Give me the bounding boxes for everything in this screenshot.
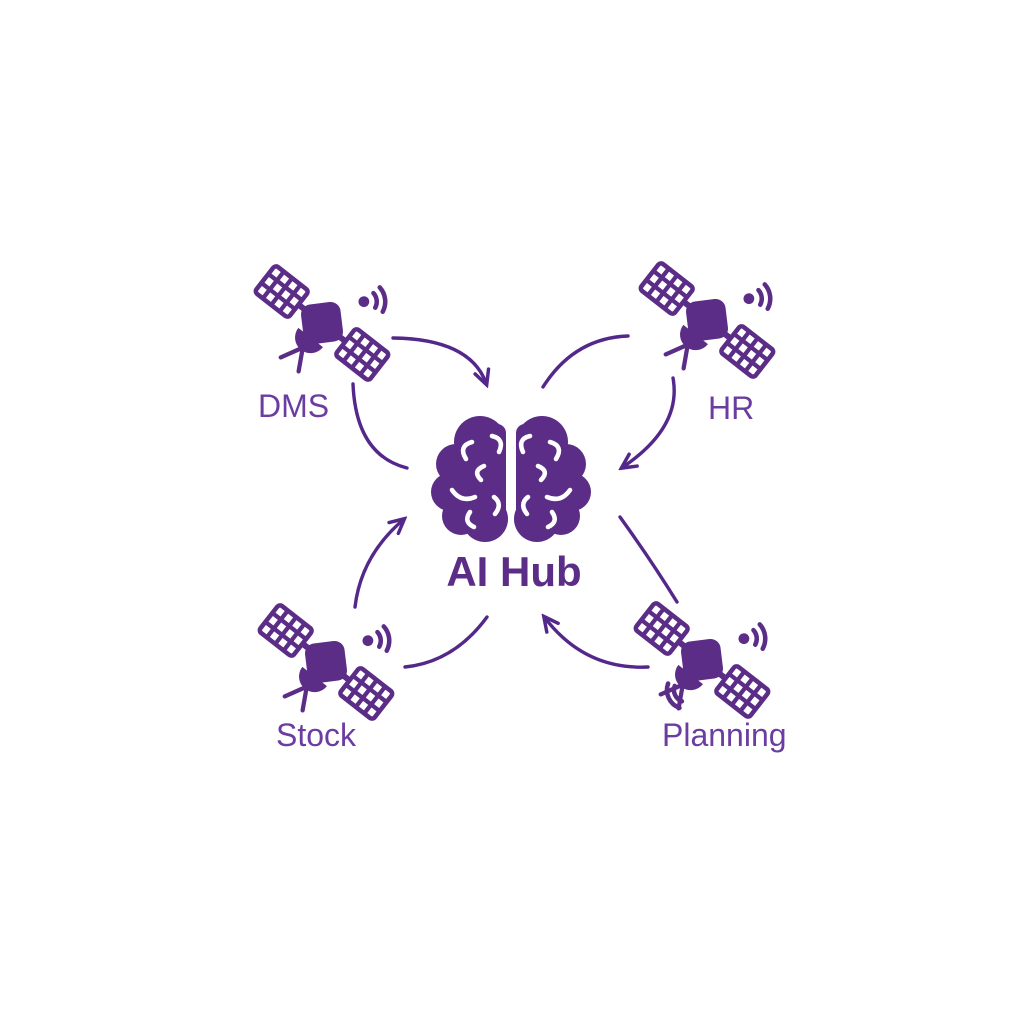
node-label-stock: Stock	[276, 717, 357, 753]
connector-hub-to-hr	[541, 334, 630, 389]
connectors	[351, 334, 679, 669]
brain-icon	[431, 416, 591, 542]
connector-hr-to-hub	[623, 376, 676, 467]
connector-dms-to-hub	[391, 336, 486, 383]
satellite-icon-dms	[233, 228, 419, 409]
signal-waves-icon	[664, 681, 685, 711]
connector-planning-to-hub	[545, 618, 650, 669]
connector-hub-to-planning	[618, 515, 679, 604]
connector-hub-to-dms	[351, 382, 409, 470]
node-label-planning: Planning	[662, 717, 787, 753]
hub-label: AI Hub	[446, 548, 582, 595]
connector-stock-to-hub	[353, 520, 403, 609]
node-label-dms: DMS	[258, 388, 330, 424]
node-label-hr: HR	[708, 390, 755, 426]
connector-hub-to-stock	[403, 615, 489, 669]
satellite-icon-hr	[618, 225, 804, 406]
